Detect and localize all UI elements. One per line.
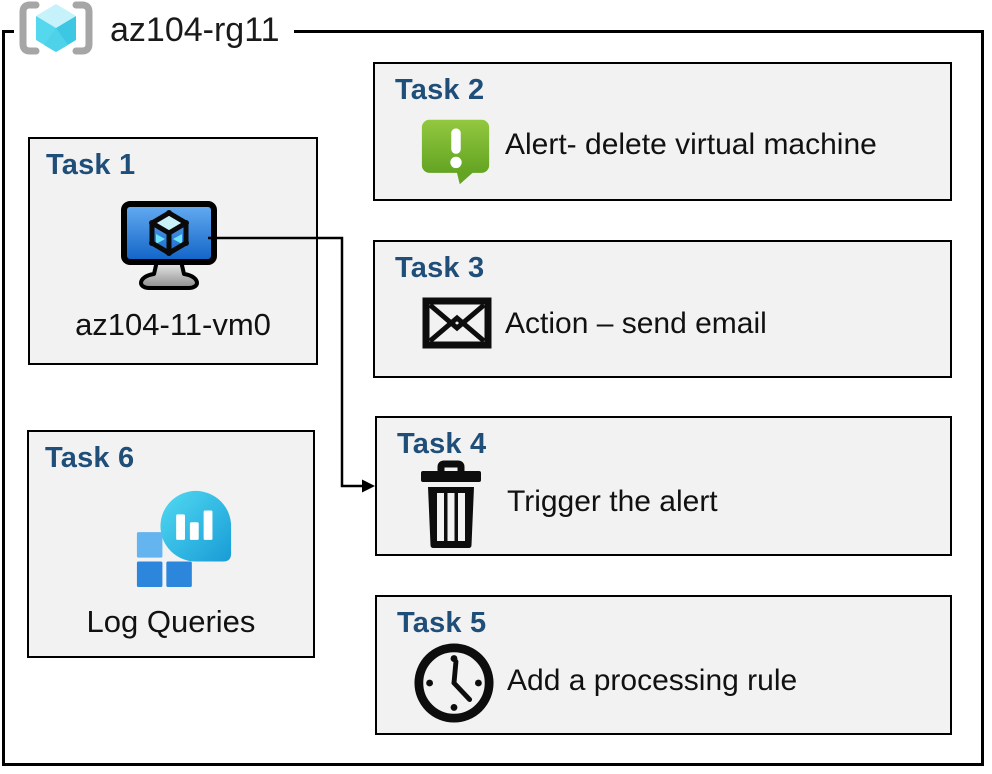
- task1-box: Task 1: [28, 137, 318, 365]
- resource-group-name: az104-rg11: [110, 10, 280, 49]
- email-icon: [422, 297, 492, 349]
- resource-group-icon: [16, 0, 96, 61]
- task3-title: Task 3: [395, 252, 485, 284]
- task4-box: Task 4 Trigger the alert: [375, 416, 952, 556]
- alert-icon: [420, 117, 492, 187]
- task4-label: Trigger the alert: [507, 485, 718, 518]
- resource-group-frame: [2, 30, 984, 766]
- task2-label: Alert- delete virtual machine: [505, 128, 877, 161]
- task5-title: Task 5: [397, 607, 487, 639]
- task6-box: Task 6 Log Queries: [27, 430, 315, 658]
- task4-title: Task 4: [397, 428, 487, 460]
- log-queries-icon: [133, 484, 235, 588]
- task2-title: Task 2: [395, 74, 485, 106]
- task6-label: Log Queries: [86, 604, 256, 639]
- task5-label: Add a processing rule: [507, 664, 798, 697]
- trash-icon: [419, 460, 483, 550]
- resource-group-header: az104-rg11: [14, 0, 294, 60]
- task1-vm-name: az104-11-vm0: [75, 307, 271, 342]
- task5-box: Task 5 Add a processing rule: [375, 595, 952, 735]
- task3-label: Action – send email: [505, 307, 767, 340]
- clock-icon: [413, 642, 495, 724]
- task6-title: Task 6: [45, 442, 135, 474]
- task2-box: Task 2 Alert- delete virtual machine: [373, 62, 952, 201]
- task3-box: Task 3 Action – send email: [373, 240, 952, 378]
- virtual-machine-icon: [119, 199, 219, 292]
- task1-title: Task 1: [46, 149, 136, 181]
